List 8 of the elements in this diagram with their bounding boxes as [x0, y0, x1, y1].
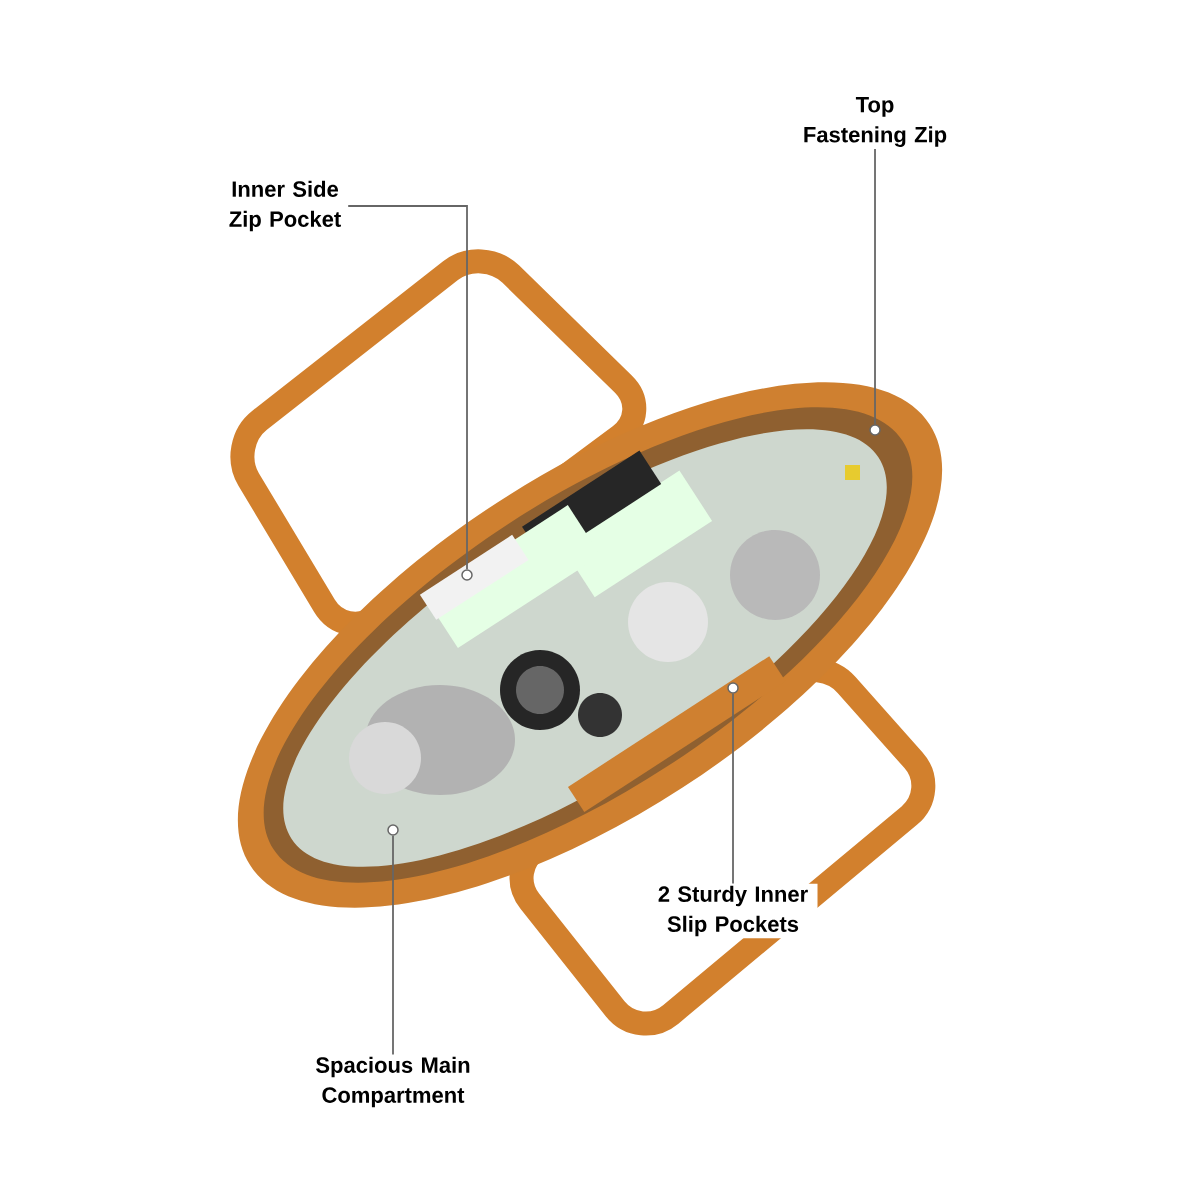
callout-label: Inner Side Zip Pocket	[222, 178, 348, 234]
leader-line	[732, 692, 734, 885]
leader-line	[874, 148, 876, 426]
callout-label: Top Fastening Zip	[799, 95, 951, 149]
callout-label: 2 Sturdy Inner Slip Pockets	[648, 883, 818, 939]
callout-label: Spacious Main Compartment	[307, 1054, 479, 1110]
leader-line	[392, 834, 394, 1056]
leader-line	[347, 205, 468, 571]
